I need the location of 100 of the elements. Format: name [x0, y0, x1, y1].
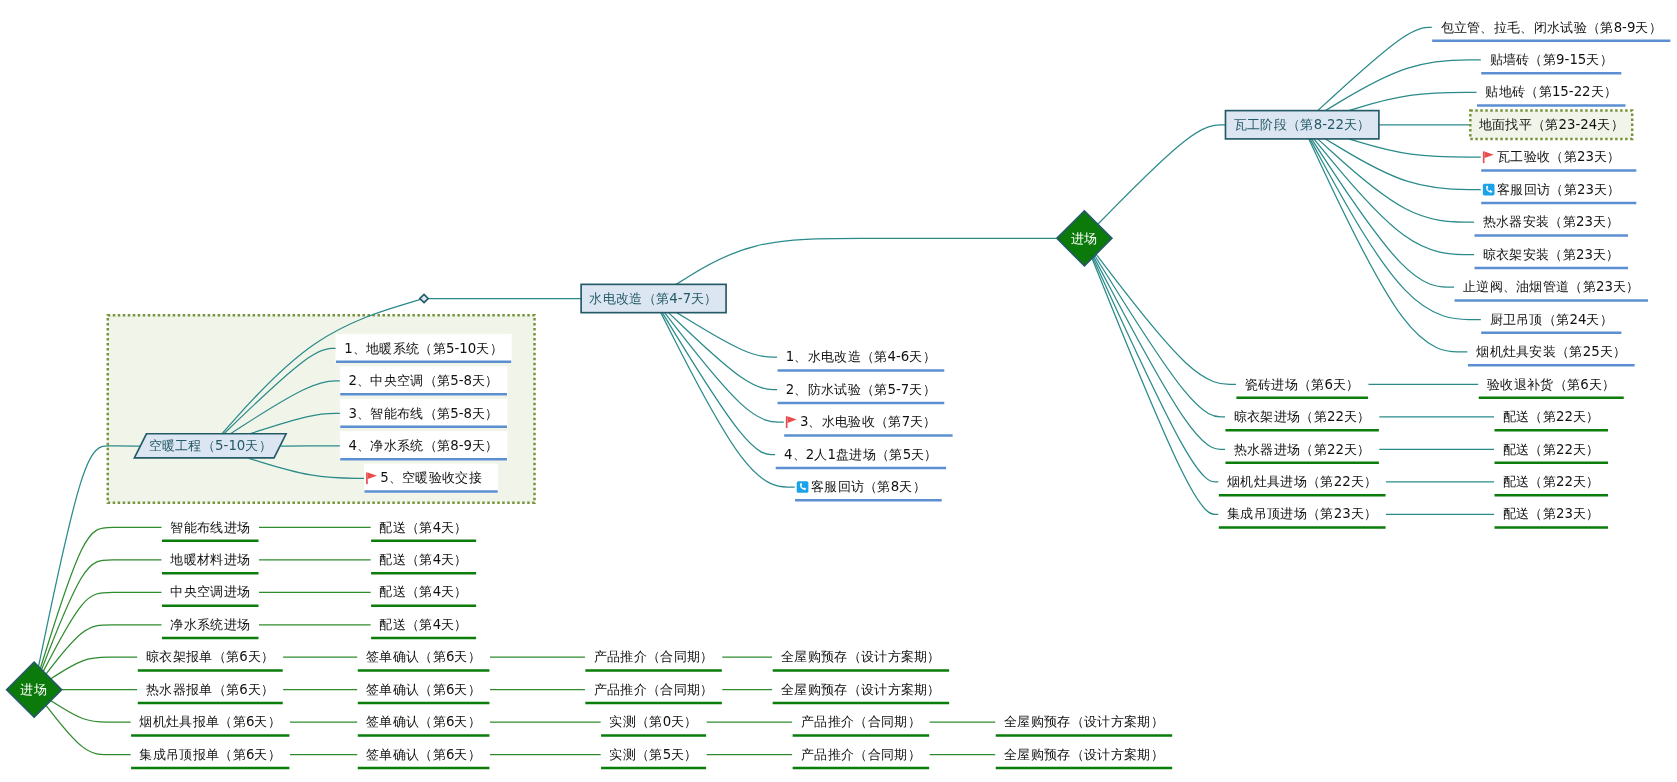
node-text: 客服回访（第8天） — [810, 478, 926, 495]
connector — [1093, 254, 1227, 418]
node-text: 产品推介（合同期） — [800, 713, 921, 730]
connector — [288, 754, 359, 756]
node-text: 4、2人1盘进场（第5天） — [784, 446, 938, 463]
node-diamond — [418, 293, 430, 304]
node-text: 净水系统进场 — [170, 616, 251, 633]
connector — [928, 754, 997, 756]
connector — [660, 312, 796, 488]
node-text: 厨卫吊顶（第24天） — [1489, 311, 1613, 328]
node-diamond: 进场 — [1055, 209, 1114, 267]
node-text: 签单确认（第6天） — [366, 746, 482, 763]
connector — [1309, 138, 1482, 321]
node-text: 验收退补货（第6天） — [1487, 376, 1616, 392]
node-text: 烟机灶具报单（第6天） — [139, 713, 282, 730]
node-text: 晾衣架安装（第23天） — [1482, 246, 1620, 263]
node-text: 晾衣架进场（第22天） — [1233, 408, 1371, 425]
node-text: 全屋购预存（设计方案期） — [1004, 713, 1164, 730]
node-text: 产品推介（合同期） — [593, 648, 714, 665]
node-text: 实测（第5天） — [609, 746, 698, 763]
connector — [676, 312, 779, 358]
node-text: 签单确认（第6天） — [366, 648, 482, 665]
node-text: 客服回访（第23天） — [1497, 181, 1621, 198]
connector — [1384, 481, 1496, 483]
connector — [282, 656, 359, 658]
node-text: 集成吊顶进场（第23天） — [1227, 505, 1378, 522]
connector — [488, 721, 602, 723]
node-text: 贴地砖（第15-22天） — [1485, 83, 1618, 100]
connector — [279, 445, 341, 447]
node-text: 配送（第4天） — [379, 616, 468, 633]
connector — [37, 445, 142, 668]
node-text: 产品推介（合同期） — [800, 746, 921, 763]
connector — [1378, 416, 1496, 418]
node-text: 晾衣架报单（第6天） — [146, 648, 275, 665]
connector — [60, 689, 139, 691]
node-text: 包立管、拉毛、闭水试验（第8-9天） — [1440, 19, 1663, 35]
node-text: 签单确认（第6天） — [366, 681, 482, 698]
connector — [427, 297, 582, 300]
node-box: 地面找平（第23-24天） — [1469, 109, 1634, 141]
connector — [488, 689, 586, 691]
node-text: 瓦工验收（第23天） — [1497, 148, 1621, 165]
node-text: 产品推介（合同期） — [593, 681, 714, 698]
connector — [663, 312, 785, 423]
node-text: 地暖材料进场 — [170, 551, 251, 568]
node-text: 集成吊顶报单（第6天） — [139, 746, 282, 763]
connector — [661, 312, 777, 456]
node-box: 瓦工阶段（第8-22天） — [1224, 109, 1380, 140]
node-text: 全屋购预存（设计方案期） — [1004, 746, 1164, 763]
connector — [257, 526, 372, 529]
connector — [667, 312, 779, 391]
connector — [1324, 59, 1482, 112]
connector — [1317, 26, 1433, 112]
node-text: 配送（第4天） — [379, 519, 468, 535]
node-text: 热水器安装（第23天） — [1482, 213, 1620, 230]
node-text: 配送（第4天） — [379, 584, 468, 600]
node-text: 瓷砖进场（第6天） — [1244, 376, 1360, 392]
node-text: 配送（第22天） — [1502, 473, 1600, 490]
cluster — [106, 313, 536, 505]
connector — [1384, 513, 1496, 515]
connector — [288, 721, 359, 723]
node-text: 智能布线进场 — [170, 519, 251, 535]
node-text: 热水器报单（第6天） — [146, 681, 275, 698]
node-text: 配送（第4天） — [379, 551, 468, 568]
node-text: 配送（第23天） — [1502, 505, 1600, 522]
node-text: 烟机灶具安装（第25天） — [1476, 343, 1627, 360]
node-text: 3、水电验收（第7天） — [799, 413, 937, 430]
node-text: 签单确认（第6天） — [366, 713, 482, 730]
connector — [1310, 138, 1456, 288]
node-text: 热水器进场（第22天） — [1233, 441, 1371, 457]
connector — [705, 721, 794, 723]
connector — [675, 237, 1058, 285]
connector — [1313, 138, 1476, 256]
node-diamond: 进场 — [5, 661, 63, 719]
connector — [488, 754, 602, 756]
connector — [1317, 138, 1476, 223]
connector — [705, 754, 794, 756]
node-text: 配送（第22天） — [1502, 408, 1600, 425]
connector — [39, 526, 163, 670]
connector — [1378, 448, 1496, 450]
connector — [49, 656, 139, 680]
node-text: 配送（第22天） — [1502, 441, 1600, 457]
connector — [282, 689, 359, 691]
connector — [488, 656, 586, 658]
node-text: 实测（第0天） — [609, 713, 698, 730]
node-box: 水电改造（第4-7天） — [580, 283, 727, 314]
node-text: 2、防水试验（第5-7天） — [785, 381, 936, 398]
node-text: 贴墙砖（第9-15天） — [1489, 51, 1613, 68]
node-text: 全屋购预存（设计方案期） — [781, 648, 941, 665]
connector — [721, 689, 774, 691]
connector — [257, 624, 372, 626]
node-text: 止逆阀、油烟管道（第23天） — [1462, 278, 1640, 295]
connector — [40, 559, 163, 671]
connector — [257, 559, 372, 561]
connector — [45, 704, 132, 756]
connector — [928, 721, 997, 723]
connector — [1308, 138, 1469, 353]
node-text: 烟机灶具进场（第22天） — [1227, 473, 1378, 490]
connector — [45, 624, 163, 675]
node-text: 全屋购预存（设计方案期） — [781, 681, 941, 698]
node-text: 1、水电改造（第4-6天） — [785, 348, 936, 365]
